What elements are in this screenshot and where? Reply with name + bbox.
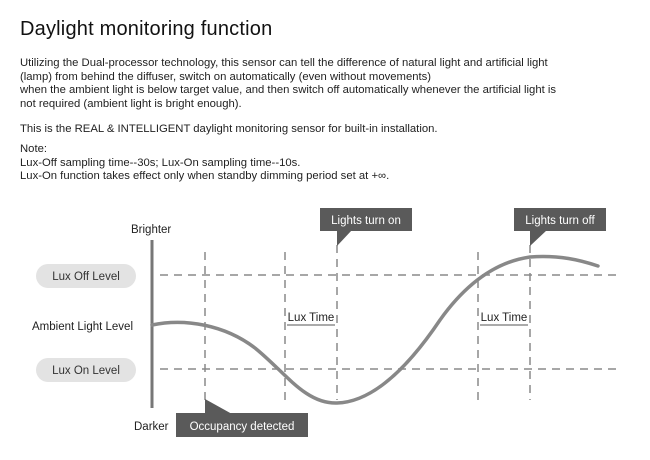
- occupancy-detected-callout: Occupancy detected: [176, 399, 308, 437]
- note-heading: Note:: [20, 143, 48, 155]
- description-line: when the ambient light is below target v…: [20, 84, 557, 96]
- lights-turn-off-text: Lights turn off: [525, 215, 595, 227]
- lux-on-level-label: Lux On Level: [52, 365, 120, 377]
- ambient-light-level-label: Ambient Light Level: [32, 321, 133, 333]
- tagline: This is the REAL & INTELLIGENT daylight …: [20, 123, 635, 137]
- brighter-label: Brighter: [131, 224, 171, 236]
- lux-time-label-2: Lux Time: [481, 312, 528, 324]
- lights-turn-off-callout: Lights turn off: [514, 208, 606, 246]
- tagline-text: This is the REAL & INTELLIGENT daylight …: [20, 123, 438, 135]
- description-line: Utilizing the Dual-processor technology,…: [20, 57, 548, 69]
- lights-turn-on-text: Lights turn on: [331, 215, 401, 227]
- lights-turn-on-callout: Lights turn on: [320, 208, 412, 246]
- note-line: Lux-Off sampling time--30s; Lux-On sampl…: [20, 156, 301, 169]
- lux-on-level-pill: [36, 358, 136, 382]
- darker-label: Darker: [134, 421, 169, 433]
- lux-off-level-pill: [36, 264, 136, 288]
- description-line: (lamp) from behind the diffuser, switch …: [20, 70, 432, 83]
- occupancy-detected-text: Occupancy detected: [190, 421, 295, 433]
- description-paragraph: Utilizing the Dual-processor technology,…: [20, 57, 635, 111]
- page-title: Daylight monitoring function: [20, 18, 273, 40]
- lux-off-level-label: Lux Off Level: [52, 271, 120, 283]
- lux-time-label-1: Lux Time: [288, 312, 335, 324]
- description-line: not required (ambient light is bright en…: [20, 97, 242, 110]
- ambient-light-curve: [150, 254, 600, 405]
- note-line: Lux-On function takes effect only when s…: [20, 170, 390, 182]
- note-block: Note: Lux-Off sampling time--30s; Lux-On…: [20, 143, 635, 184]
